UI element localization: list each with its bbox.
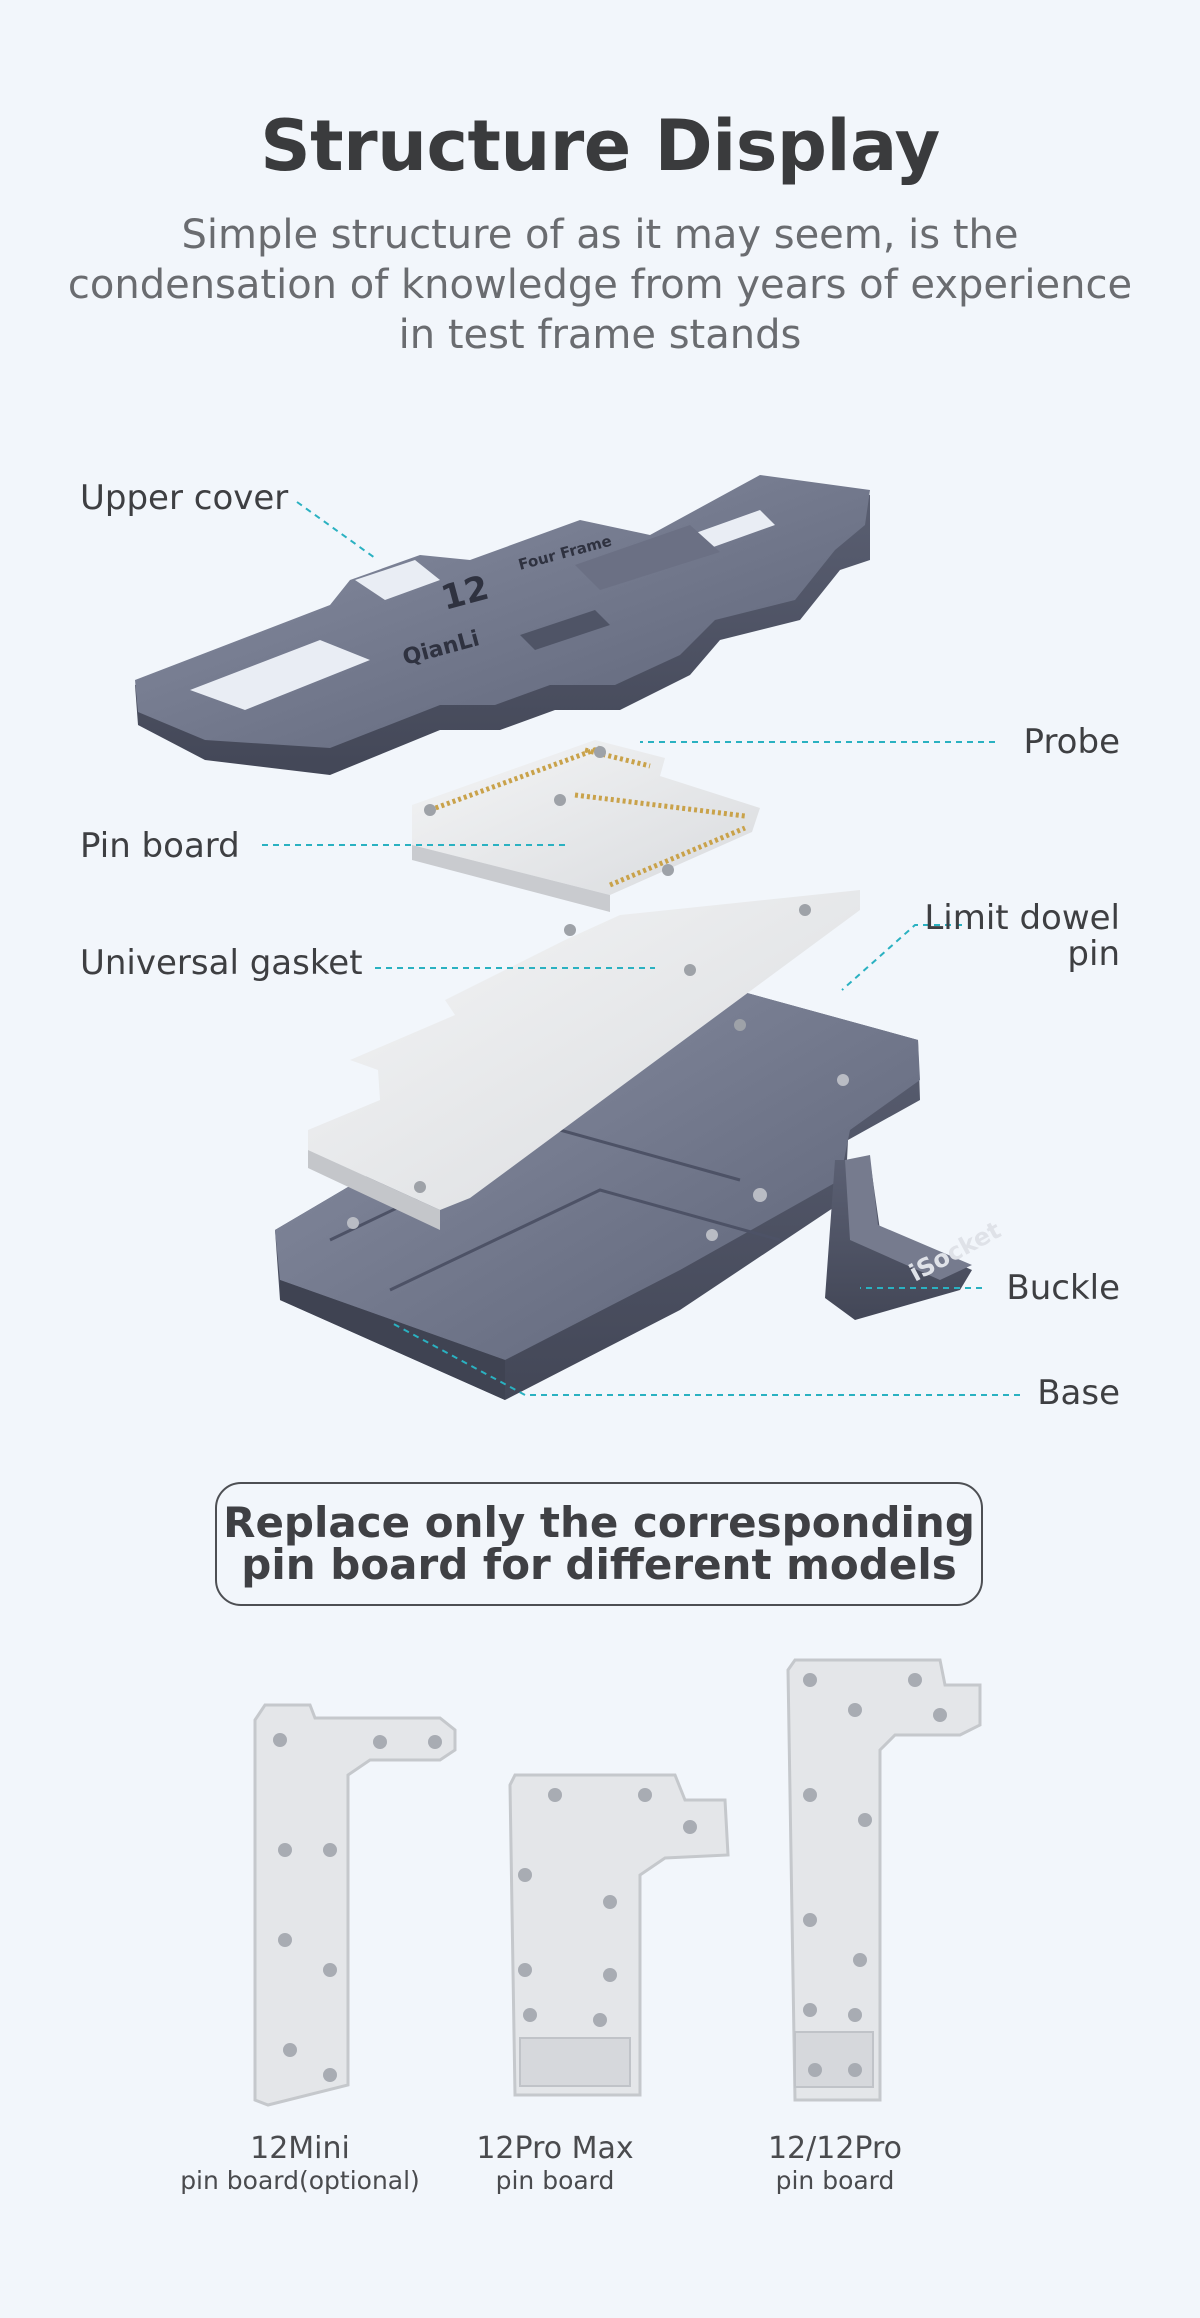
caption-12mini: 12Mini pin board(optional) xyxy=(160,2132,440,2196)
caption-12mini-model: 12Mini xyxy=(250,2131,350,2166)
caption-12mini-desc: pin board(optional) xyxy=(180,2166,420,2195)
buckle-part: iSocket xyxy=(825,1155,1005,1320)
exploded-view-illustration: iSocket xyxy=(135,475,1020,1400)
pin-board-illustrations xyxy=(253,1658,982,2107)
caption-12promax-desc: pin board xyxy=(495,2166,615,2195)
label-base: Base xyxy=(1037,1373,1120,1413)
exploded-structure-diagram: iSocket xyxy=(0,440,1200,1420)
board-12-12pro-image xyxy=(786,1658,982,2102)
caption-12-12pro-desc: pin board xyxy=(775,2166,895,2195)
universal-gasket-part xyxy=(308,890,860,1230)
caption-12-12pro-model: 12/12Pro xyxy=(767,2131,903,2166)
label-upper-cover: Upper cover xyxy=(80,478,289,518)
page-subtitle: Simple structure of as it may seem, is t… xyxy=(67,212,1133,358)
pin-board-part xyxy=(412,740,760,912)
caption-12promax: 12Pro Max pin board xyxy=(440,2132,670,2196)
label-pin-board: Pin board xyxy=(80,826,240,866)
upper-cover-part: 12 Four Frame QianLi xyxy=(135,475,870,775)
page-title: Structure Display xyxy=(260,105,940,187)
caption-12-12pro: 12/12Pro pin board xyxy=(720,2132,950,2196)
base-part xyxy=(275,980,920,1400)
board-12mini-image xyxy=(253,1703,457,2107)
pin-board-models: 12Mini pin board(optional) 12Pro Max pin… xyxy=(0,1640,1200,2195)
label-limit-dowel-pin: Limit dowel pin xyxy=(924,898,1120,974)
label-probe: Probe xyxy=(1023,722,1120,762)
leader-lines xyxy=(262,501,1020,1396)
label-universal-gasket: Universal gasket xyxy=(80,943,363,983)
label-buckle: Buckle xyxy=(1006,1268,1120,1308)
caption-12promax-model: 12Pro Max xyxy=(476,2131,634,2166)
board-12promax-image xyxy=(508,1773,730,2097)
replace-pin-board-callout: Replace only the corresponding pin board… xyxy=(215,1482,983,1606)
callout-text: Replace only the corresponding pin board… xyxy=(223,1498,975,1589)
